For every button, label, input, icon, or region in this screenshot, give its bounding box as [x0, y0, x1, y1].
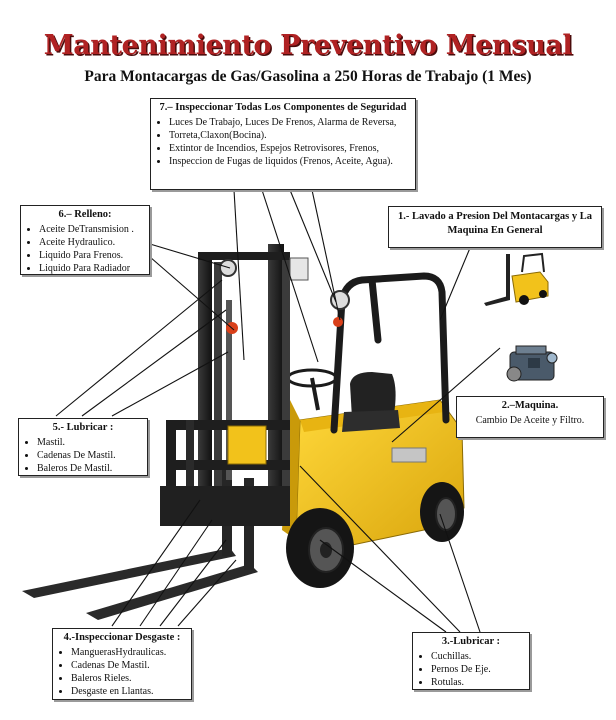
- callout-7-item: Luces De Trabajo, Luces De Frenos, Alarm…: [169, 116, 410, 129]
- callout-7-item: Extintor de Incendios, Espejos Retroviso…: [169, 142, 410, 155]
- front-wheel: [286, 508, 354, 588]
- tail-light: [226, 322, 238, 334]
- callout-5-lubricate-mast: 5.- Lubricar : Mastil. Cadenas De Mastil…: [18, 418, 148, 476]
- rear-wheel: [420, 482, 464, 542]
- callout-6-refill: 6.– Relleno: Aceite DeTransmision . Acei…: [20, 205, 150, 275]
- callout-3-item: Rotulas.: [431, 676, 524, 689]
- callout-7-item: Inspeccion de Fugas de liquidos (Frenos,…: [169, 155, 410, 168]
- rear-light: [333, 317, 343, 327]
- callout-3-item: Cuchillas.: [431, 650, 524, 663]
- callout-5-item: Baleros De Mastil.: [37, 462, 142, 475]
- callout-2-engine: 2.–Maquina. Cambio De Aceite y Filtro.: [456, 396, 604, 438]
- callout-6-item: Liquido Para Frenos.: [39, 249, 144, 262]
- callout-3-heading: 3.-Lubricar :: [441, 636, 501, 647]
- steering-wheel: [286, 368, 338, 411]
- callout-7-safety: 7.– Inspeccionar Todas Los Componentes d…: [150, 98, 416, 190]
- carriage: [160, 420, 290, 526]
- page-subtitle: Para Montacargas de Gas/Gasolina a 250 H…: [84, 68, 532, 85]
- callout-7-heading: 7.– Inspeccionar Todas Los Componentes d…: [159, 102, 407, 113]
- callout-6-item: Liquido Para Radiador: [39, 262, 144, 275]
- callout-5-item: Mastil.: [37, 436, 142, 449]
- callout-2-text: Cambio De Aceite y Filtro.: [475, 415, 585, 426]
- callout-4-item: Desgaste en Llantas.: [71, 685, 186, 698]
- engine-thumbnail: [506, 345, 558, 382]
- callout-3-item: Pernos De Eje.: [431, 663, 524, 676]
- callout-4-item: Cadenas De Mastil.: [71, 659, 186, 672]
- callout-4-item: Baleros Rieles.: [71, 672, 186, 685]
- work-light: [219, 259, 237, 277]
- callout-7-item: Torreta,Claxon(Bocina).: [169, 129, 410, 142]
- callout-3-lubricate-axle: 3.-Lubricar : Cuchillas. Pernos De Eje. …: [412, 632, 530, 690]
- callout-1-heading: 1.- Lavado a Presion Del Montacargas y L…: [397, 211, 593, 236]
- callout-6-item: Aceite DeTransmision .: [39, 223, 144, 236]
- callout-4-inspect-wear: 4.-Inspeccionar Desgaste : ManguerasHydr…: [52, 628, 192, 700]
- beacon-light: [330, 290, 350, 310]
- callout-4-heading: 4.-Inspeccionar Desgaste :: [63, 632, 181, 643]
- callout-6-item: Aceite Hydraulico.: [39, 236, 144, 249]
- callout-1-pressure-wash: 1.- Lavado a Presion Del Montacargas y L…: [388, 206, 602, 248]
- callout-6-heading: 6.– Relleno:: [58, 209, 112, 220]
- seat: [342, 372, 400, 432]
- callout-5-item: Cadenas De Mastil.: [37, 449, 142, 462]
- callout-2-heading: 2.–Maquina.: [501, 400, 559, 411]
- model-badge: [391, 447, 427, 463]
- forklift-thumbnail: [484, 252, 549, 306]
- page-title: Mantenimiento Preventivo Mensual: [43, 30, 573, 61]
- callout-4-item: ManguerasHydraulicas.: [71, 646, 186, 659]
- callout-5-heading: 5.- Lubricar :: [52, 422, 114, 433]
